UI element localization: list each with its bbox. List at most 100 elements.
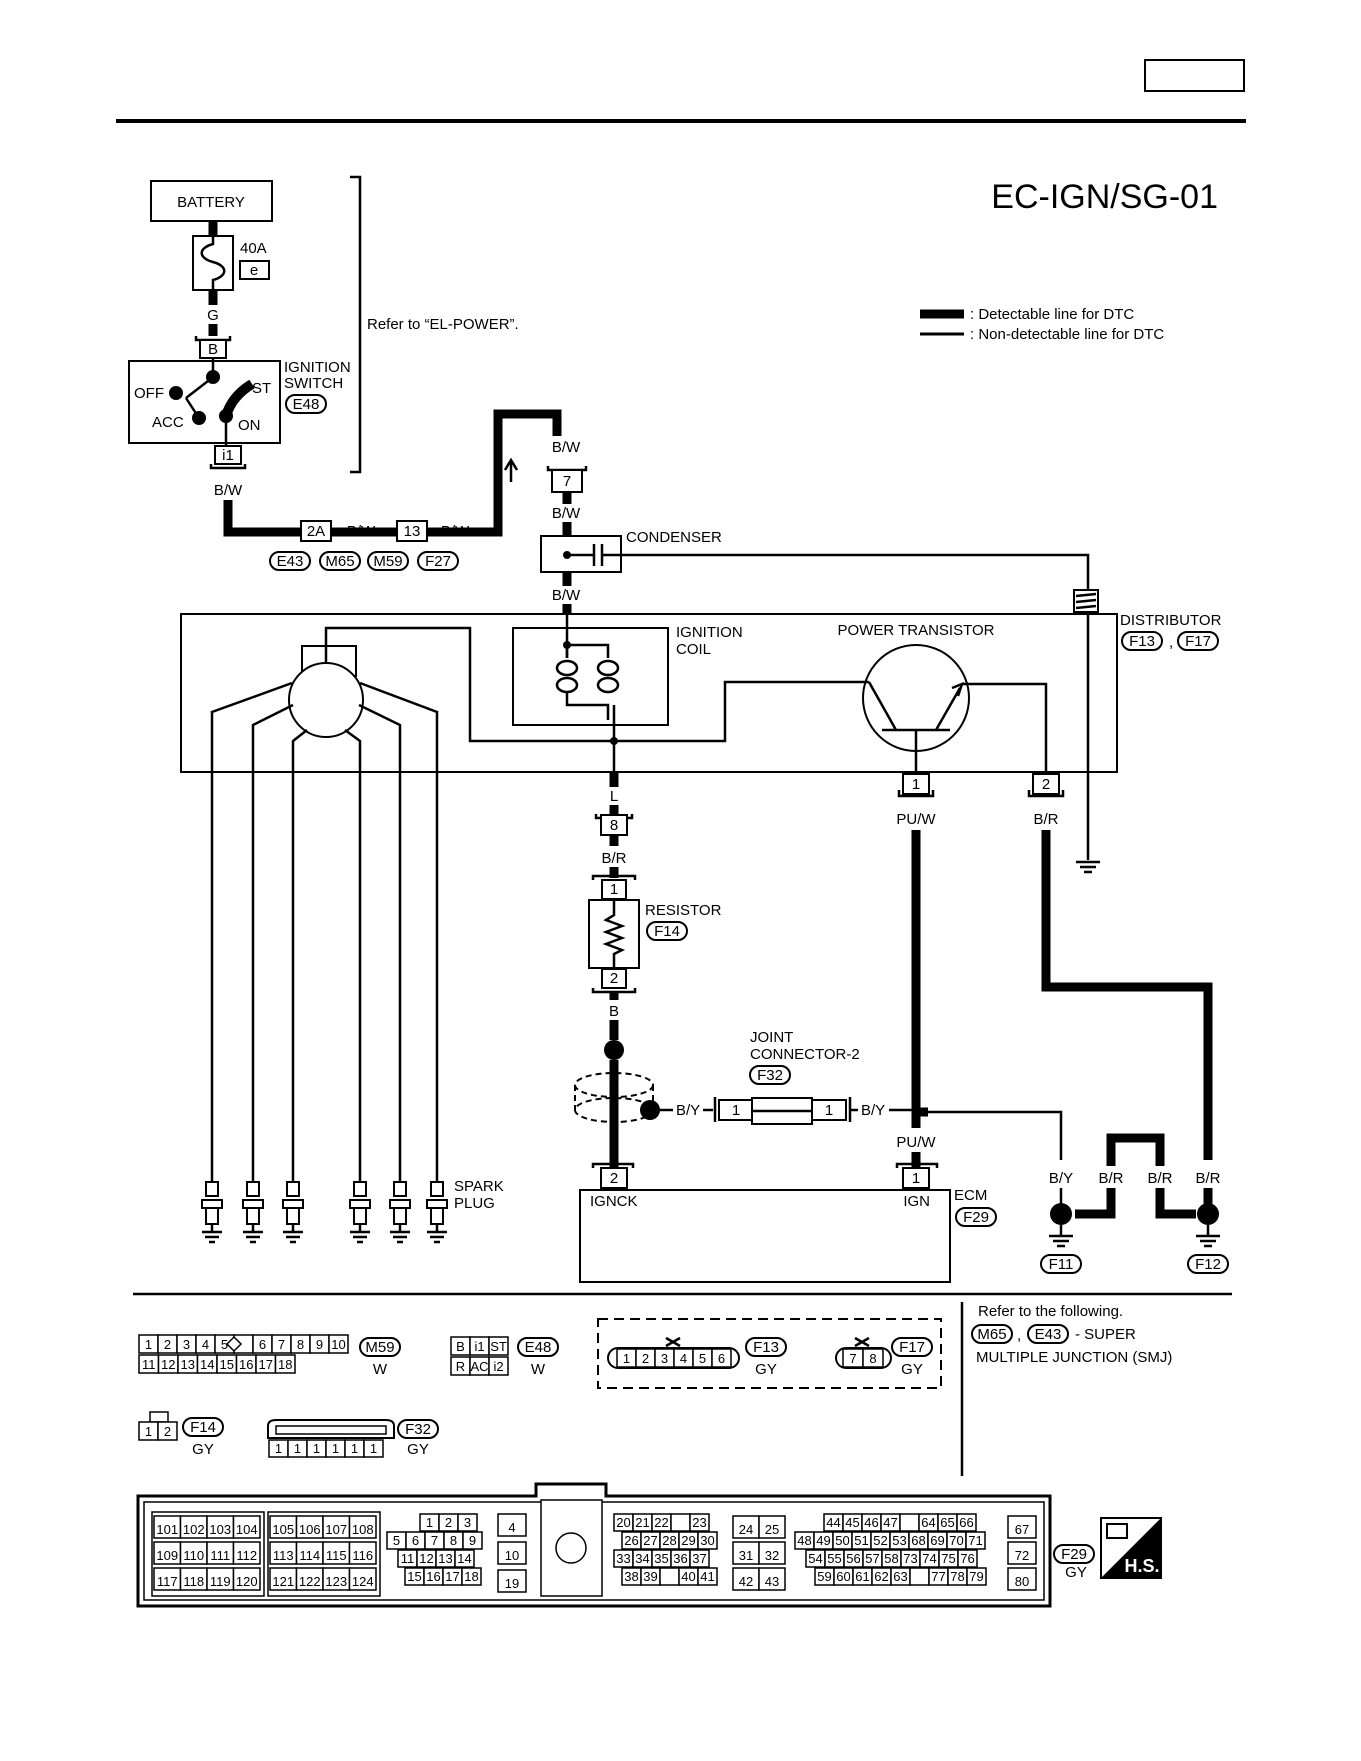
ground-point-f11 (1050, 1203, 1072, 1225)
f13-pin-label: 2 (642, 1351, 649, 1366)
ign-switch-label-2: SWITCH (284, 375, 343, 392)
spark-plug-label-1: SPARK (454, 1178, 504, 1195)
f29-pin-label: 34 (635, 1551, 649, 1566)
tag-f11 (1040, 1254, 1082, 1274)
fuse-icon (200, 236, 226, 290)
f29-pin-label: 37 (692, 1551, 706, 1566)
f29-pin-label: 105 (272, 1522, 294, 1537)
f29-pin-label: 45 (845, 1515, 859, 1530)
m59-pin-label: 15 (220, 1357, 234, 1372)
spark-plug-icon (349, 1181, 371, 1244)
e48-pin-label: AC (470, 1359, 488, 1374)
f29-pin (497, 1569, 527, 1593)
tag-e43-label: E43 (277, 553, 304, 570)
f29-pin (232, 1515, 261, 1539)
tag-e43-note (1027, 1324, 1069, 1344)
f29-pin-label: 71 (968, 1533, 982, 1548)
m59-pin-label: 11 (142, 1357, 156, 1372)
m59-pin-label: 12 (161, 1357, 175, 1372)
spark-plug-icon (389, 1181, 411, 1244)
wire-by-3: B/Y (1049, 1170, 1073, 1187)
f29-pin (758, 1515, 786, 1539)
tag-m65-note-label: M65 (977, 1326, 1006, 1343)
m59-pin-label: 2 (164, 1337, 171, 1352)
f29-pin (966, 1567, 987, 1586)
f29-pin-label: 111 (210, 1548, 230, 1563)
f29-pin-label: 32 (765, 1548, 779, 1563)
f29-pin-label: 54 (808, 1551, 822, 1566)
f32-pin-label: 1 (332, 1441, 339, 1456)
f29-pin (758, 1567, 786, 1591)
f29-pin-label: 70 (949, 1533, 963, 1548)
f29-pin-label: 29 (681, 1533, 695, 1548)
f29-pin-label: 24 (739, 1522, 753, 1537)
f29-pin-label: 77 (931, 1569, 945, 1584)
f29-pin-label: 2 (445, 1515, 452, 1530)
switch-contact-b (206, 370, 220, 384)
f29-pin-label: 47 (883, 1515, 897, 1530)
tag-f27-label: F27 (425, 553, 451, 570)
e48-pin-label: ST (490, 1339, 507, 1354)
tag-f29-ecm (955, 1207, 997, 1227)
m59-pin-label: 7 (278, 1337, 285, 1352)
f29-pin-label: 117 (157, 1574, 178, 1589)
fuse-id-box (239, 260, 270, 280)
ign-switch-pin-i1 (214, 445, 242, 465)
wire-br-2: B/R (601, 850, 626, 867)
f32-pin-label: 1 (351, 1441, 358, 1456)
switch-contact-off (169, 386, 183, 400)
f29-pin-label: 30 (700, 1533, 714, 1548)
f29-pin (348, 1567, 377, 1591)
f29-pin-label: 104 (236, 1522, 258, 1537)
f29-pin (457, 1513, 478, 1532)
f13-pin-label: 4 (680, 1351, 687, 1366)
smj-note-super: - SUPER (1075, 1326, 1136, 1343)
smj-note-line1: Refer to the following. (978, 1303, 1123, 1320)
m59-pin-label: 16 (239, 1357, 253, 1372)
m59-pin-label: 1 (145, 1337, 152, 1352)
f29-pin-label: 59 (817, 1569, 831, 1584)
wire-bw-3: B/W (441, 523, 470, 540)
f29-pin-label: 26 (624, 1533, 638, 1548)
spark-plug-icon (242, 1181, 264, 1244)
f29-pin-label: 28 (662, 1533, 676, 1548)
conn-8-label: 8 (610, 817, 618, 834)
refer-el-power: Refer to “EL-POWER”. (367, 316, 519, 333)
f29-pin-label: 103 (209, 1522, 231, 1537)
m59-pin-label: 6 (259, 1337, 266, 1352)
f13-pin-label: 3 (661, 1351, 668, 1366)
e48-pin-label: B (456, 1339, 465, 1354)
f29-pin-label: 72 (1015, 1548, 1029, 1563)
tag-m65-label: M65 (325, 553, 354, 570)
e48-pin-label: i2 (493, 1359, 503, 1374)
f29-pin-label: 112 (236, 1548, 257, 1563)
tag-e43-note-label: E43 (1035, 1326, 1062, 1343)
ignition-coil-box (512, 627, 669, 726)
joint-connector-label-2: CONNECTOR-2 (750, 1046, 860, 1063)
f29-pin-label: 49 (816, 1533, 830, 1548)
f29-pin-label: 118 (183, 1574, 204, 1589)
m59-pin-label: 5 (221, 1337, 228, 1352)
f29-pin-label: 57 (865, 1551, 879, 1566)
resistor-icon (602, 900, 626, 968)
dist-pin-1-label: 1 (912, 776, 920, 793)
f29-pin-label: 12 (419, 1551, 433, 1566)
f29-pin-label: 76 (960, 1551, 974, 1566)
legend-nondetectable: : Non-detectable line for DTC (970, 326, 1164, 343)
wire-by-1: B/Y (676, 1102, 700, 1119)
tag-f14-label: F14 (654, 923, 680, 940)
tag-f13-label: F13 (1129, 633, 1155, 650)
f29-pin-label: 25 (765, 1522, 779, 1537)
f29-pin (1007, 1567, 1037, 1591)
f29-pin (899, 1513, 920, 1532)
f29-pin-label: 101 (156, 1522, 178, 1537)
spark-plug-icon (282, 1181, 304, 1244)
f29-pin-label: 122 (299, 1574, 321, 1589)
arrow-up-icon (503, 457, 519, 482)
m59-pin-label: 3 (183, 1337, 190, 1352)
f29-pin (497, 1513, 527, 1537)
f29-pin-label: 27 (643, 1533, 657, 1548)
tag-f17 (1177, 631, 1219, 651)
